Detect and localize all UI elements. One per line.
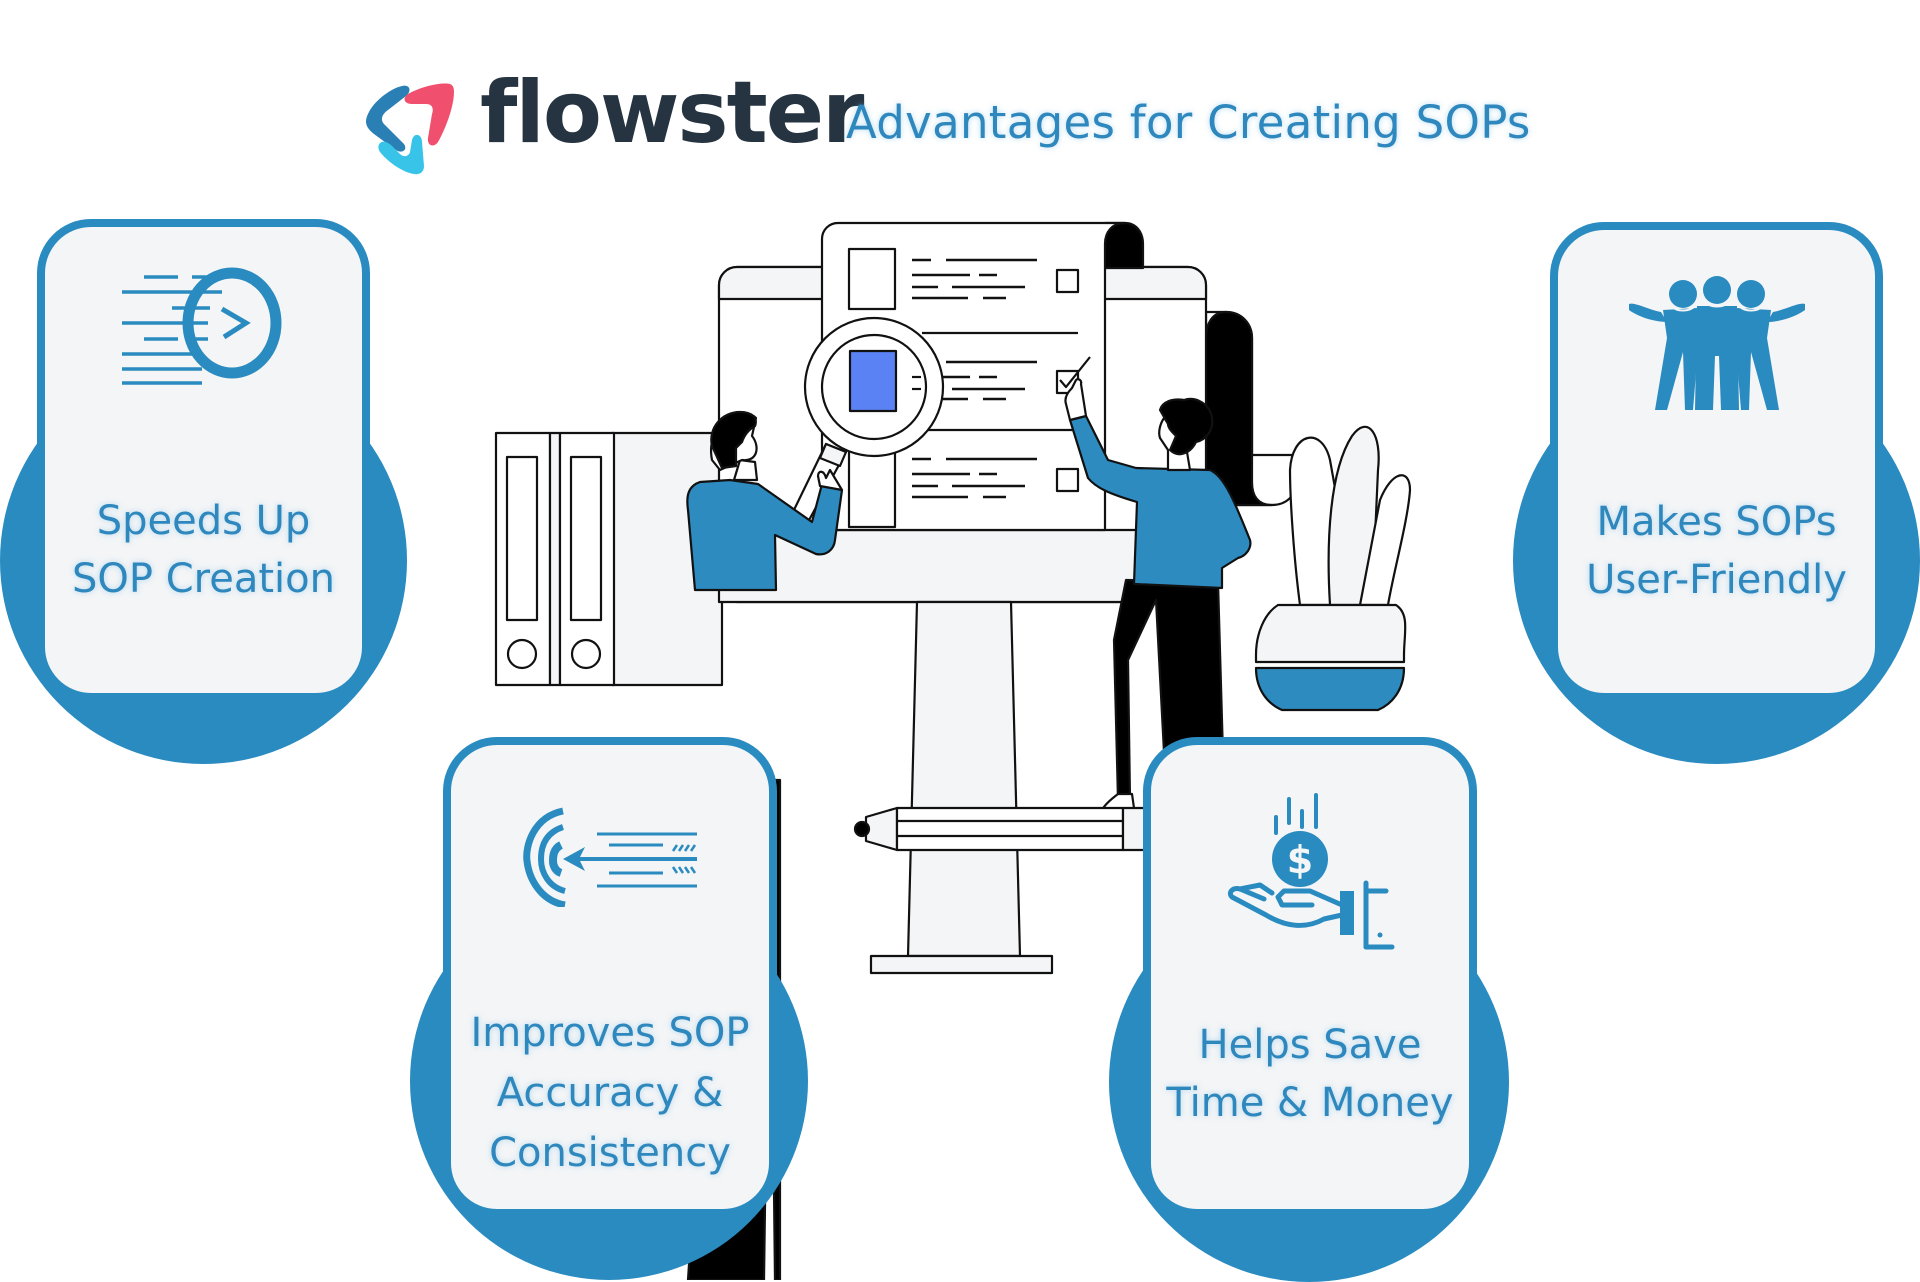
document-text-lines [912,258,1037,499]
card-label-line1: Improves SOP [470,1010,750,1056]
card-label-line2: Time & Money [1166,1080,1454,1126]
target-arrow-icon [523,807,697,907]
fast-clock-icon [122,267,282,385]
pencil-illustration [853,806,1147,852]
brand-name: flowster [480,63,864,163]
card-label-line1: Makes SOPs [1596,499,1837,545]
card-label-line2: User-Friendly [1586,557,1847,603]
binders-illustration [494,431,724,687]
hand-coin-icon: $ [1227,793,1395,950]
card-label-line1: Speeds Up [96,498,311,544]
card-label-line2: Accuracy & [496,1070,724,1116]
group-people-icon [1629,276,1805,410]
checklist-document-illustration [820,221,1145,532]
potted-plant-illustration [1254,425,1412,712]
magnifying-glass-illustration [790,316,945,524]
svg-text:$: $ [1287,838,1313,882]
flowster-logo-icon [366,83,454,175]
card-label-line2: SOP Creation [72,556,335,602]
page-title: Advantages for Creating SOPs [846,96,1531,149]
card-label-line3: Consistency [489,1130,731,1176]
monitor-illustration [717,265,1208,975]
card-label-line1: Helps Save [1198,1022,1422,1068]
scroll-illustration [1204,310,1298,507]
